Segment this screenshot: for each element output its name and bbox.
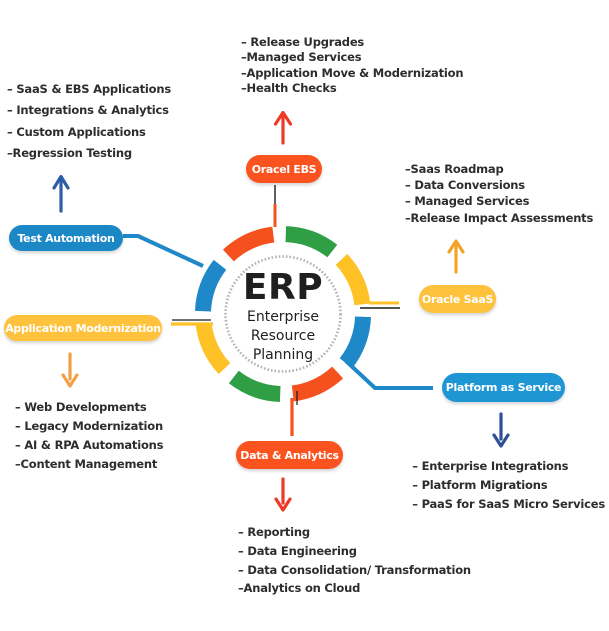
erp-subtitle-line2: Resource (250, 328, 316, 344)
center-circle (224, 255, 342, 373)
list-item: –Application Move & Modernization (241, 65, 464, 80)
list-item: – SaaS & EBS Applications (7, 82, 171, 96)
arrow-up-oracle-saas (447, 239, 465, 274)
list-item: –Managed Services (241, 50, 362, 65)
list-item: –Saas Roadmap (405, 162, 504, 176)
center-erp-text: ERP Enterprise Resource Planning (226, 268, 340, 365)
arrow-up-test-automation (52, 174, 70, 213)
list-item: – Web Developments (15, 400, 147, 414)
arrow-down-platform (492, 412, 510, 448)
erp-title: ERP (242, 267, 324, 308)
pill-test-automation: Test Automation (9, 225, 123, 251)
list-item: – Enterprise Integrations (412, 459, 569, 473)
ring-arc-green-bottom-left (228, 370, 281, 402)
erp-subtitle-line3: Planning (252, 347, 314, 363)
erp-subtitle-line1: Enterprise (246, 309, 320, 325)
pill-application-modernization-label: Application Modernization (5, 321, 161, 335)
ring-arc-orange-top-left (222, 226, 275, 262)
pill-oracle-ebs: Oracel EBS (246, 155, 322, 183)
ring-arc-green-top (285, 226, 338, 258)
list-item: –Release Impact Assessments (405, 210, 594, 225)
list-item: – PaaS for SaaS Micro Services (412, 497, 605, 511)
list-platform-as-service: – Enterprise Integrations – Platform Mig… (412, 457, 605, 514)
pill-oracle-ebs-label: Oracel EBS (251, 162, 317, 176)
list-item: – Reporting (238, 525, 310, 539)
list-oracle-saas: –Saas Roadmap – Data Conversions – Manag… (405, 161, 593, 226)
list-item: – Integrations & Analytics (7, 103, 169, 118)
list-item: – Release Upgrades (241, 35, 365, 49)
pill-data-analytics: Data & Analytics (236, 441, 343, 469)
list-item: – Data Engineering (238, 543, 357, 558)
list-test-automation: – SaaS & EBS Applications – Integrations… (7, 79, 171, 165)
list-item: – Custom Applications (7, 124, 146, 139)
pill-platform-as-service: Platform as Service (442, 373, 565, 402)
list-data-analytics: – Reporting – Data Engineering – Data Co… (238, 523, 471, 598)
list-item: –Regression Testing (7, 146, 132, 161)
connector-platform (344, 359, 433, 390)
list-item: – Platform Migrations (412, 478, 548, 492)
pill-oracle-saas-label: Oracle SaaS (421, 292, 494, 306)
list-item: –Content Management (15, 457, 158, 471)
list-item: – Managed Services (405, 194, 530, 209)
list-application-modernization: – Web Developments – Legacy Modernizatio… (15, 398, 164, 474)
connector-test-automation (123, 234, 204, 268)
pill-application-modernization: Application Modernization (4, 315, 162, 341)
list-oracle-ebs: – Release Upgrades –Managed Services –Ap… (241, 35, 464, 97)
pill-data-analytics-label: Data & Analytics (240, 448, 339, 462)
ring-arc-blue-right (339, 316, 371, 369)
list-item: – Legacy Modernization (15, 419, 163, 433)
list-item: – Data Consolidation/ Transformation (238, 562, 471, 577)
list-item: –Analytics on Cloud (238, 581, 361, 596)
arrow-up-oracle-ebs (273, 110, 293, 145)
list-item: – Data Conversions (405, 178, 525, 193)
list-item: –Health Checks (241, 81, 337, 96)
list-item: – AI & RPA Automations (15, 438, 164, 452)
ring-arc-yellow-left (195, 322, 231, 375)
arrow-down-app-modernization (61, 352, 79, 388)
pill-test-automation-label: Test Automation (17, 231, 115, 245)
pill-oracle-saas: Oracle SaaS (419, 285, 496, 313)
arrow-down-data-analytics (274, 477, 292, 512)
ring-arc-blue-upper-left (195, 259, 227, 312)
pill-platform-as-service-label: Platform as Service (445, 381, 562, 394)
ring-arc-yellow-top-right (335, 253, 371, 306)
ring-arc-orange-bottom-right (291, 366, 344, 402)
